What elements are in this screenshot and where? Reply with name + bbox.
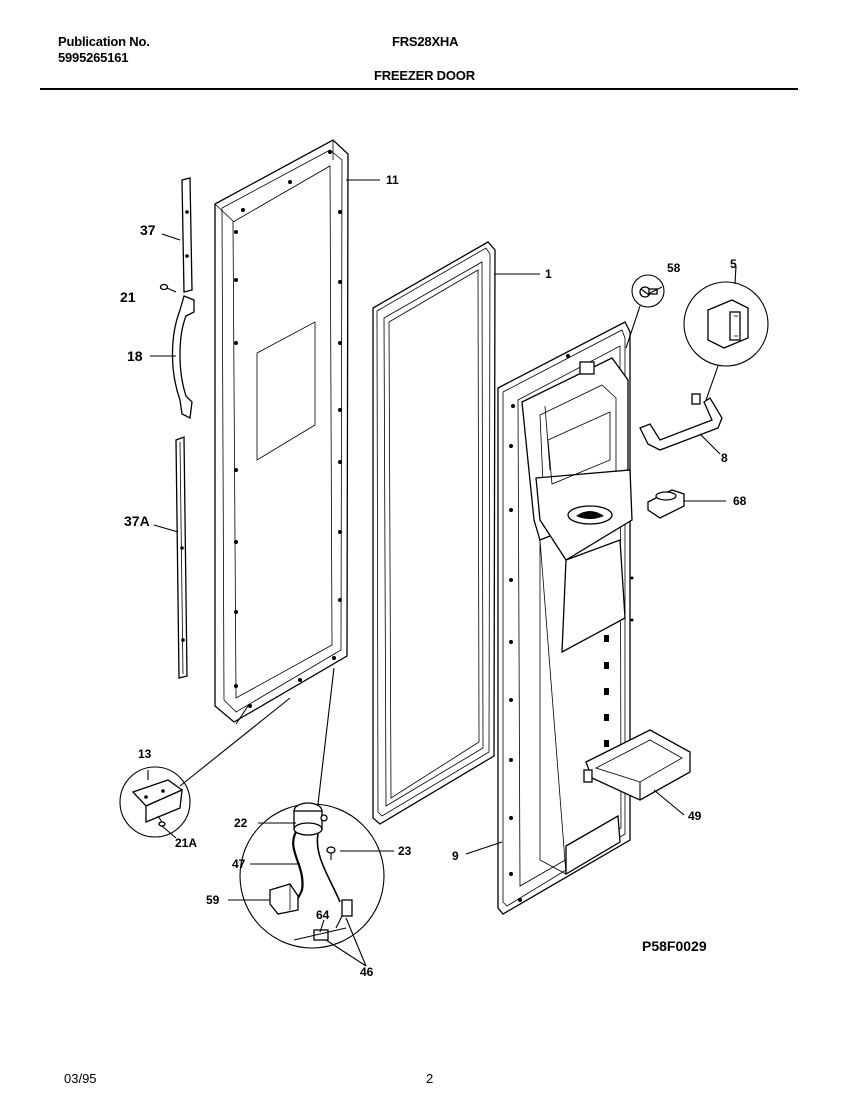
callout-13: 13 (138, 747, 152, 761)
detail-5 (683, 265, 769, 401)
trim-strip-37 (181, 177, 193, 293)
shelf-rail-8 (639, 393, 723, 455)
handle-18 (171, 295, 195, 419)
detail-wiring (228, 667, 394, 967)
callout-23: 23 (398, 844, 412, 858)
callout-22: 22 (234, 816, 248, 830)
callout-8: 8 (721, 451, 728, 465)
door-bin-49 (583, 729, 691, 801)
callout-49: 49 (688, 809, 702, 823)
callout-64: 64 (316, 908, 330, 922)
callout-59: 59 (206, 893, 220, 907)
callout-58: 58 (667, 261, 681, 275)
callout-37: 37 (140, 222, 156, 238)
callout-9: 9 (452, 849, 459, 863)
model-number: FRS28XHA (392, 34, 459, 49)
callout-46: 46 (360, 965, 374, 979)
publication-number: 5995265161 (58, 50, 129, 65)
section-title: FREEZER DOOR (374, 68, 475, 83)
header-rule (40, 88, 798, 90)
callout-5: 5 (730, 257, 737, 271)
footer-date: 03/95 (64, 1071, 97, 1086)
detail-13 (119, 697, 291, 839)
callout-21a: 21A (175, 836, 197, 850)
inner-door-liner-9 (497, 321, 634, 915)
cup-68 (647, 489, 726, 519)
trim-strip-37a (175, 436, 188, 679)
footer-page-number: 2 (426, 1071, 434, 1086)
detail-58 (625, 274, 665, 349)
callout-18: 18 (127, 348, 143, 364)
publication-label: Publication No. (58, 34, 150, 49)
screw-21 (159, 283, 177, 293)
door-gasket-1 (372, 241, 496, 825)
callout-1: 1 (545, 267, 552, 281)
leader-lines (150, 179, 685, 855)
callout-37a: 37A (124, 513, 150, 529)
callout-68: 68 (733, 494, 747, 508)
callout-47: 47 (232, 857, 246, 871)
callout-21: 21 (120, 289, 136, 305)
diagram-code: P58F0029 (642, 938, 707, 954)
callout-11: 11 (386, 173, 399, 187)
door-panel-11 (214, 139, 349, 723)
